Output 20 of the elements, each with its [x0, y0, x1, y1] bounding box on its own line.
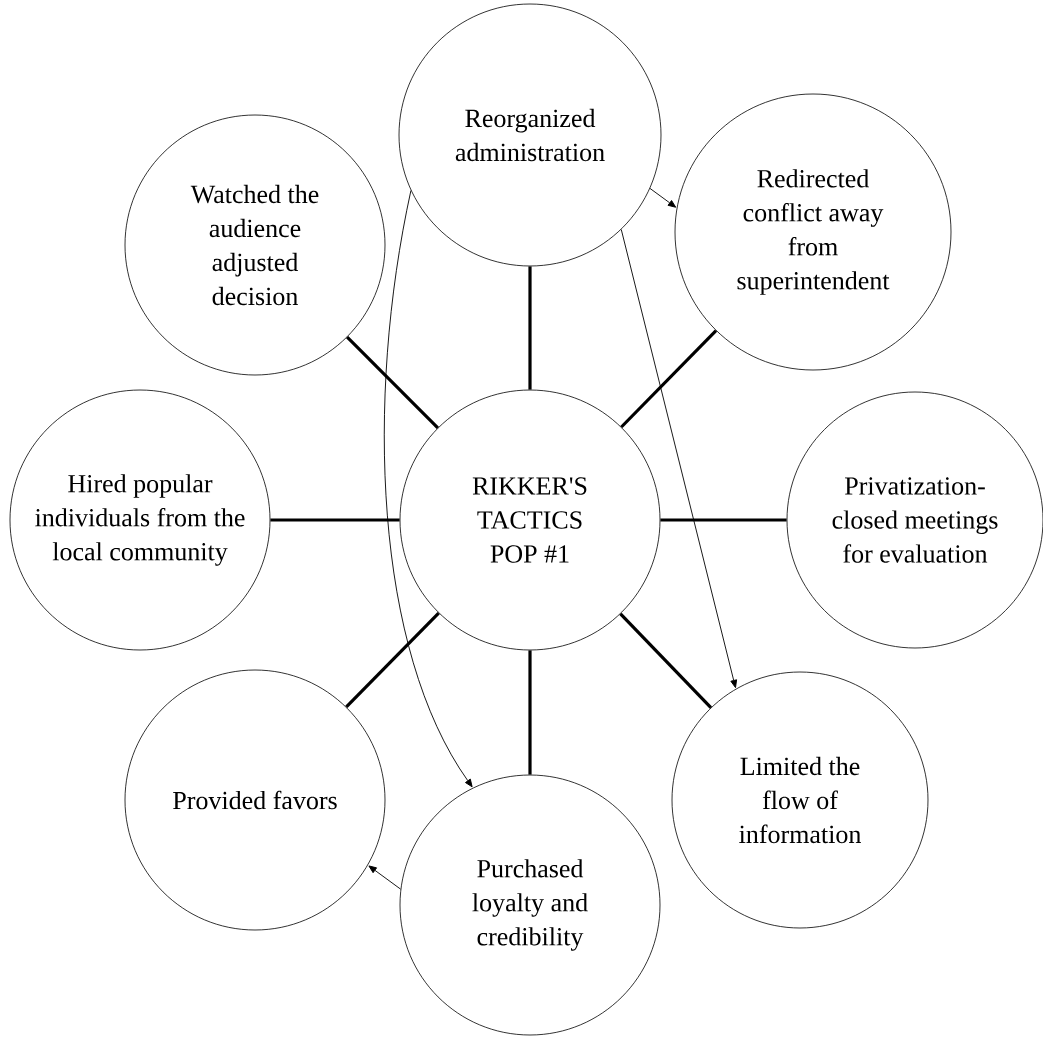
circle-node: Limited the flow of information	[671, 671, 929, 929]
connector-line	[620, 329, 718, 429]
circle-node: Redirected conflict away from superintendent	[674, 93, 952, 371]
circle-node: Provided favors	[124, 669, 386, 931]
arrow	[649, 188, 677, 208]
arrow	[384, 190, 473, 788]
connector-line	[346, 336, 439, 429]
circle-node: Hired popular individuals from the local community	[9, 389, 271, 651]
connector-line	[528, 266, 532, 390]
circle-node: RIKKER'S TACTICS POP #1	[399, 389, 661, 651]
connector-line	[528, 650, 532, 775]
circle-node: Watched the audience adjusted decision	[124, 114, 386, 376]
arrow	[368, 865, 401, 890]
circle-node: Reorganized administration	[398, 3, 662, 267]
connector-line	[345, 611, 440, 709]
connector-line	[270, 518, 400, 522]
connector-line	[619, 612, 713, 709]
circle-node: Purchased loyalty and credibility	[399, 774, 661, 1036]
connector-line	[660, 518, 787, 522]
arrow	[620, 229, 738, 689]
